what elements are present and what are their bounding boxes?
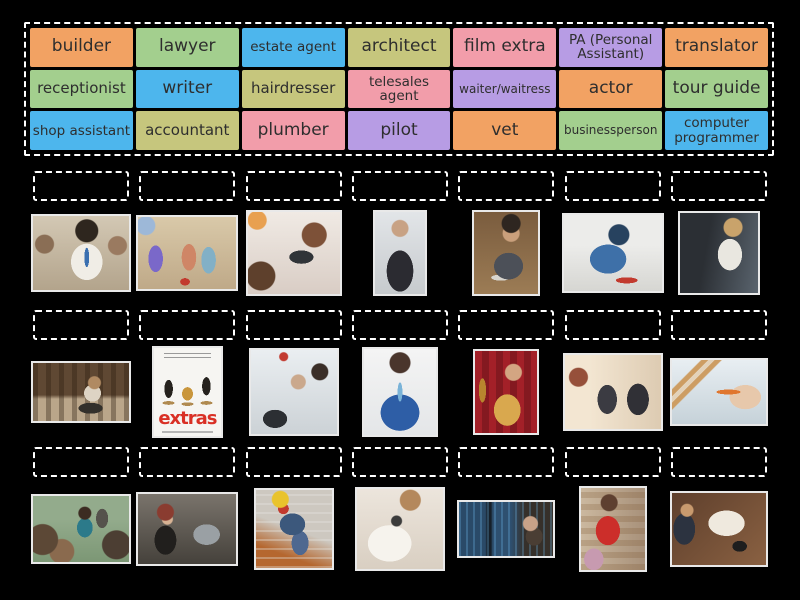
drop-slot[interactable] xyxy=(245,447,342,477)
word-tile-tour-guide[interactable]: tour guide xyxy=(665,69,768,109)
drop-slot[interactable] xyxy=(33,447,130,477)
word-bank: builder lawyer estate agent architect fi… xyxy=(24,22,774,156)
drop-slot[interactable] xyxy=(139,310,236,340)
photo-estate-agent-handshake xyxy=(136,215,239,291)
photo-writer-in-library xyxy=(31,361,132,423)
word-tile-pa-personal-assistant[interactable]: PA (Personal Assistant) xyxy=(559,28,663,67)
photo-pilot-in-cockpit xyxy=(677,211,760,295)
poster-tagline xyxy=(161,431,213,433)
word-tile-lawyer[interactable]: lawyer xyxy=(135,28,239,67)
word-tile-architect[interactable]: architect xyxy=(347,28,451,67)
photo-hairdresser xyxy=(245,210,342,296)
drop-slot[interactable] xyxy=(245,171,342,201)
photo-call-centre-worker xyxy=(31,214,132,292)
drop-slot[interactable] xyxy=(139,171,236,201)
word-tile-plumber[interactable]: plumber xyxy=(241,111,345,150)
word-tile-pilot[interactable]: pilot xyxy=(347,111,451,150)
word-tile-computer-programmer[interactable]: computer programmer xyxy=(665,111,768,150)
photo-shop-assistant-in-store xyxy=(578,486,647,572)
photo-film-extras-poster: extras xyxy=(151,346,223,438)
word-tile-builder[interactable]: builder xyxy=(30,28,133,67)
drop-slot[interactable] xyxy=(564,310,661,340)
photo-waiter-with-tray xyxy=(472,210,541,296)
poster-director-chairs xyxy=(157,368,217,406)
drop-slot[interactable] xyxy=(458,310,555,340)
photo-architect-drawing-plans xyxy=(669,358,768,426)
drop-slot[interactable] xyxy=(564,171,661,201)
match-row-3 xyxy=(28,447,772,575)
drop-slot[interactable] xyxy=(245,310,342,340)
drop-slot[interactable] xyxy=(351,310,448,340)
word-tile-telesales-agent[interactable]: telesales agent xyxy=(347,69,451,109)
drop-slot[interactable] xyxy=(33,310,130,340)
drop-slot[interactable] xyxy=(139,447,236,477)
match-row-2: extras xyxy=(28,310,772,438)
photo-tour-guide-with-group xyxy=(31,494,132,564)
word-tile-businessperson[interactable]: businessperson xyxy=(559,111,663,150)
word-tile-vet[interactable]: vet xyxy=(453,111,557,150)
photo-computer-programmer-screens xyxy=(457,500,556,558)
word-tile-waiter-waitress[interactable]: waiter/waitress xyxy=(453,69,557,109)
photo-business-meeting xyxy=(562,353,663,431)
word-tile-receptionist[interactable]: receptionist xyxy=(30,69,133,109)
word-tile-hairdresser[interactable]: hairdresser xyxy=(241,69,345,109)
photo-businessperson-arms-crossed xyxy=(361,347,438,437)
word-tile-estate-agent[interactable]: estate agent xyxy=(241,28,345,67)
photo-receptionist-on-phone xyxy=(136,492,239,566)
drop-slot[interactable] xyxy=(33,171,130,201)
match-row-1 xyxy=(28,171,772,299)
word-tile-shop-assistant[interactable]: shop assistant xyxy=(30,111,133,150)
photo-accountant-with-calculator xyxy=(669,491,768,567)
drop-slot[interactable] xyxy=(670,447,767,477)
drop-slot[interactable] xyxy=(351,447,448,477)
photo-lawyer-in-robe xyxy=(372,210,427,296)
photo-plumber-under-sink xyxy=(561,213,664,293)
photo-vet-with-stethoscope xyxy=(354,487,445,571)
drop-slot[interactable] xyxy=(670,171,767,201)
photo-office-workers-at-computer xyxy=(248,348,339,436)
word-tile-actor[interactable]: actor xyxy=(559,69,663,109)
photo-actor-on-stage xyxy=(473,349,540,435)
photo-builder-laying-bricks xyxy=(253,488,334,570)
poster-small-text xyxy=(163,353,211,361)
drop-slot[interactable] xyxy=(351,171,448,201)
word-tile-accountant[interactable]: accountant xyxy=(135,111,239,150)
poster-title: extras xyxy=(158,408,217,429)
word-tile-film-extra[interactable]: film extra xyxy=(453,28,557,67)
drop-slot[interactable] xyxy=(564,447,661,477)
word-tile-writer[interactable]: writer xyxy=(135,69,239,109)
drop-slot[interactable] xyxy=(458,171,555,201)
drop-slot[interactable] xyxy=(458,447,555,477)
word-tile-translator[interactable]: translator xyxy=(665,28,768,67)
drop-slot[interactable] xyxy=(670,310,767,340)
